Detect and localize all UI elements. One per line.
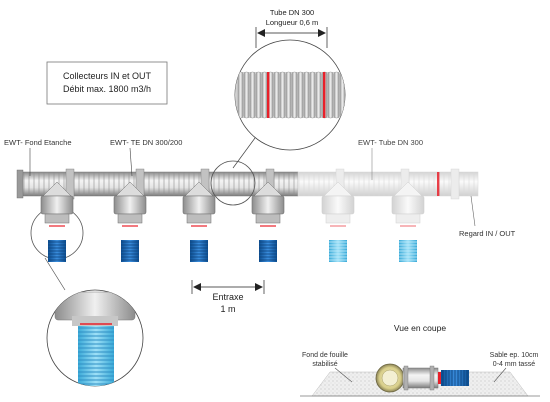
- tube-detail-circle: [232, 39, 346, 169]
- coupe-fond-line1: Fond de fouille: [302, 352, 348, 359]
- component-labels: EWT- Fond Etanche EWT- TE DN 300/200 EWT…: [4, 138, 516, 238]
- label-te: EWT- TE DN 300/200: [110, 138, 182, 147]
- te-socket: [182, 195, 216, 215]
- tube-dimension-line1: Tube DN 300: [270, 8, 314, 17]
- label-tube: EWT- Tube DN 300: [358, 138, 423, 147]
- entraxe-dimension: Entraxe 1 m: [191, 280, 265, 314]
- coupling-sleeve: [450, 168, 460, 200]
- te-socket: [321, 195, 355, 215]
- coupe-title: Vue en coupe: [394, 323, 446, 333]
- label-fond-etanche: EWT- Fond Etanche: [4, 138, 72, 147]
- entraxe-line1: Entraxe: [212, 292, 243, 302]
- te-socket: [251, 195, 285, 215]
- cross-section: Vue en coupe Fond de fouille stabilisé S…: [300, 323, 540, 397]
- te-assembly: [391, 181, 425, 262]
- te-assembly: [113, 181, 147, 262]
- te-socket: [113, 195, 147, 215]
- main-collector: [16, 160, 479, 291]
- tube-dimension-line2: Longueur 0,6 m: [266, 18, 319, 27]
- detail-leader-line: [232, 137, 256, 169]
- te-assembly: [251, 181, 285, 262]
- info-box-line2: Débit max. 1800 m3/h: [63, 84, 151, 94]
- te-assembly: [40, 181, 74, 262]
- coupe-fond-line2: stabilisé: [312, 361, 337, 368]
- entraxe-line2: 1 m: [220, 304, 235, 314]
- seal-ring: [267, 72, 270, 118]
- te-socket: [391, 195, 425, 215]
- te-assembly: [321, 181, 355, 262]
- label-regard: Regard IN / OUT: [459, 229, 516, 238]
- end-cap: [16, 169, 24, 199]
- seal-ring: [323, 72, 326, 118]
- end-leader-line: [44, 257, 66, 291]
- coupe-sable-line1: Sable ep. 10cm: [490, 352, 539, 359]
- outlet-detail-circle: [46, 289, 144, 387]
- tube-dimension: Tube DN 300 Longueur 0,6 m: [255, 8, 328, 48]
- te-assembly: [182, 181, 216, 262]
- info-box-line1: Collecteurs IN et OUT: [63, 71, 152, 81]
- joint-highlight-circle: [210, 160, 256, 206]
- coupe-sable-line2: 0-4 mm tassé: [493, 361, 536, 368]
- info-box: Collecteurs IN et OUT Débit max. 1800 m3…: [46, 61, 168, 105]
- te-socket: [40, 195, 74, 215]
